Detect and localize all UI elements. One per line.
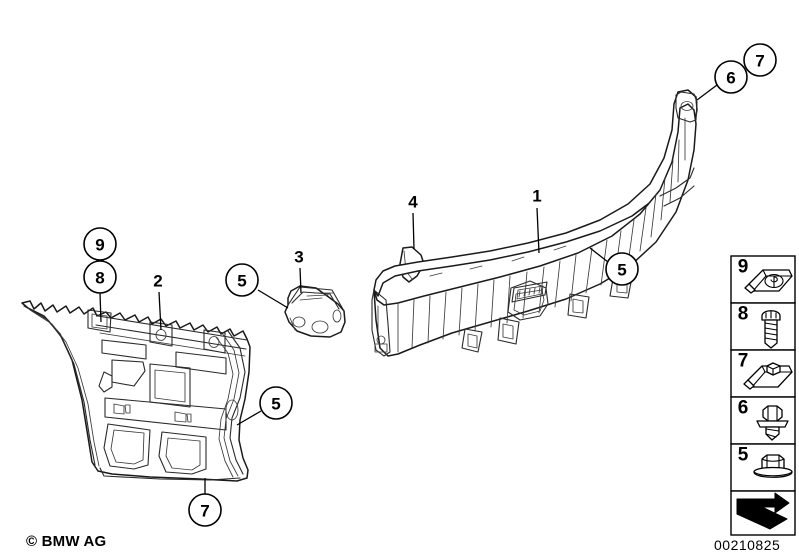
callout-2: 2 — [153, 272, 163, 331]
clip-nut-plate-icon — [744, 269, 793, 294]
legend-8-label: 8 — [738, 304, 749, 325]
callout-5b-circle — [259, 386, 293, 420]
callout-6-label: 6 — [726, 69, 735, 88]
self-tapping-screw-icon — [761, 310, 781, 349]
callout-7b: 7 — [188, 478, 222, 527]
callout-5b-label: 5 — [271, 395, 280, 414]
callout-5c: 5 — [589, 247, 639, 286]
callout-5c-label: 5 — [617, 261, 626, 280]
callout-5c-circle — [605, 252, 639, 286]
legend-7-label: 7 — [738, 351, 749, 372]
part-trunk-trim-panel-left — [21, 300, 251, 482]
legend-row-7: 7 — [730, 349, 796, 398]
diagram-part-number: 00210825 — [714, 537, 781, 553]
callout-1-label: 1 — [532, 187, 541, 206]
callout-8: 8 — [83, 260, 117, 323]
callout-6-circle — [714, 60, 748, 94]
callout-9-circle — [83, 227, 117, 261]
legend-panel: 9 8 — [730, 255, 796, 536]
callout-7b-label: 7 — [200, 502, 209, 521]
callout-5a-label: 5 — [237, 272, 246, 291]
callout-7a-circle — [743, 43, 777, 77]
callout-5a: 5 — [225, 263, 289, 309]
callout-layer: 1 2 3 4 5 — [83, 43, 777, 527]
callout-3: 3 — [294, 248, 304, 294]
callout-5a-circle — [225, 263, 259, 297]
callout-9-label: 9 — [95, 236, 104, 255]
legend-row-9: 9 — [730, 255, 796, 304]
callout-4-label: 4 — [408, 193, 418, 212]
callout-3-label: 3 — [294, 248, 303, 267]
cage-nut-clip-icon — [743, 362, 793, 390]
legend-row-5: 5 — [730, 443, 796, 492]
legend-9-label: 9 — [738, 257, 749, 278]
legend-row-8: 8 — [730, 302, 796, 351]
legend-row-arrow — [730, 490, 796, 536]
flanged-hex-nut-icon — [753, 454, 793, 478]
callout-6: 6 — [696, 60, 748, 101]
flanged-hex-screw-icon — [756, 405, 789, 441]
legend-row-6: 6 — [730, 396, 796, 445]
part-trim-bracket-small — [284, 285, 346, 338]
callout-4: 4 — [408, 193, 418, 250]
block-arrow-icon — [736, 492, 790, 530]
callout-7a-label: 7 — [755, 52, 764, 71]
callout-8-circle — [83, 260, 117, 294]
legend-6-label: 6 — [738, 398, 749, 419]
callout-7a: 7 — [743, 43, 777, 77]
callout-1: 1 — [532, 187, 542, 254]
callout-8-label: 8 — [95, 269, 104, 288]
legend-5-label: 5 — [738, 445, 749, 466]
callout-2-label: 2 — [153, 272, 162, 291]
copyright-notice: © BMW AG — [26, 533, 107, 550]
part-rear-bumper-carrier — [371, 89, 698, 357]
callout-9: 9 — [83, 227, 117, 261]
callout-7b-circle — [188, 493, 222, 527]
callout-5b: 5 — [236, 386, 293, 426]
